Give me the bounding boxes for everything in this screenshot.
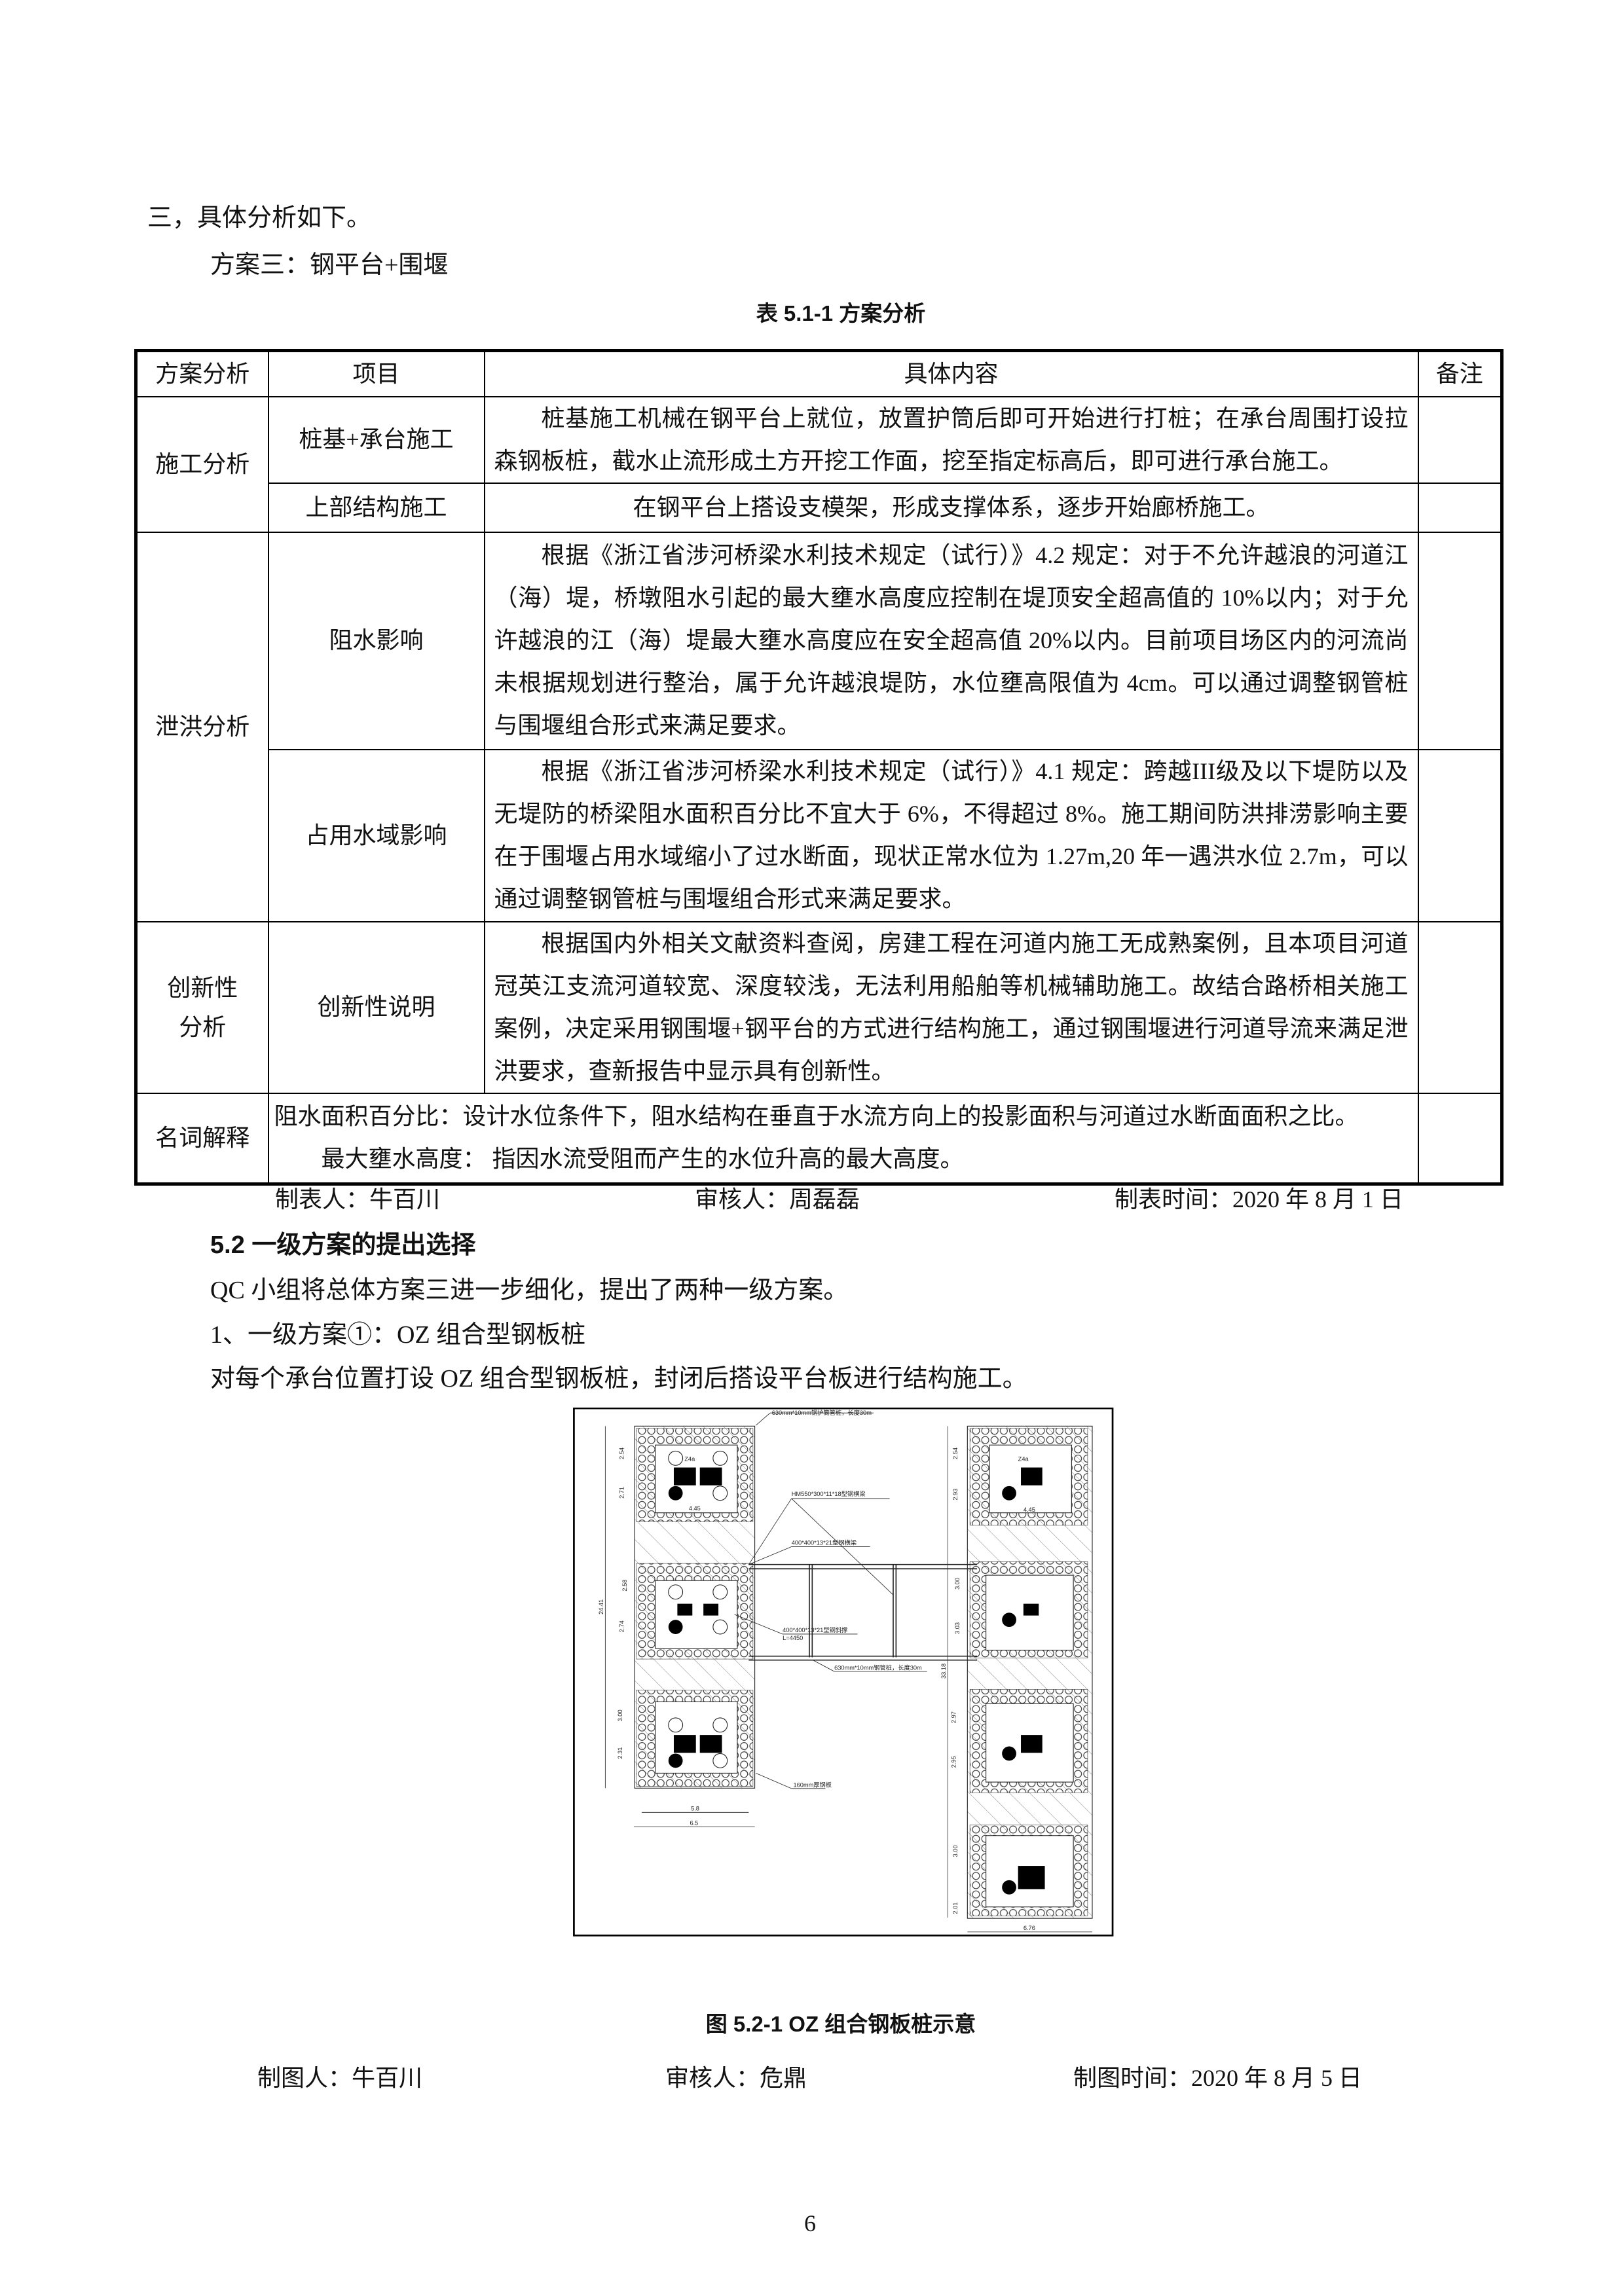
sub-heading: 5.2 一级方案的提出选择 xyxy=(210,1231,476,1259)
page-number: 6 xyxy=(804,2210,816,2236)
item-cell: 阻水影响 xyxy=(267,531,485,750)
dim-label: 6.76 xyxy=(1024,1925,1035,1931)
figure-maker: 制图人：牛百川 xyxy=(257,2065,423,2091)
note-cell xyxy=(1417,920,1503,1094)
dim-label: 2.71 xyxy=(619,1487,625,1499)
dim-label: 5.8 xyxy=(691,1806,699,1812)
dim-label: 2.95 xyxy=(950,1756,957,1768)
content-cell: 在钢平台上搭设支模架，形成支撑体系，逐步开始廊桥施工。 xyxy=(483,482,1419,533)
paragraph: QC 小组将总体方案三进一步细化，提出了两种一级方案。 xyxy=(210,1277,849,1304)
dim-label: 2.93 xyxy=(952,1489,959,1501)
dim-label: 2.54 xyxy=(952,1448,959,1459)
label-pipe-bottom: 630mm*10mm钢管桩，长度30m xyxy=(834,1664,922,1671)
note-cell xyxy=(1417,482,1503,533)
note-cell xyxy=(1417,395,1503,484)
table-reviewer: 审核人：周磊磊 xyxy=(695,1186,860,1212)
dim-label: 3.00 xyxy=(954,1578,961,1590)
dim-label: 6.5 xyxy=(690,1819,698,1826)
label-plate: 160mm厚钢板 xyxy=(793,1781,832,1789)
dim-right-total: 33.18 xyxy=(940,1664,947,1679)
item-cell: 占用水域影响 xyxy=(267,748,485,922)
glossary-row: 名词解释 阻水面积百分比：设计水位条件下，阻水结构在垂直于水流方向上的投影面积与… xyxy=(135,1092,1503,1185)
table-row: 占用水域影响 根据《浙江省涉河桥梁水利技术规定（试行）》4.1 规定：跨越III… xyxy=(136,748,1503,922)
dim-label: 2.01 xyxy=(952,1903,959,1914)
oz-sheet-pile-drawing: 630mm*10mm钢护筒管桩，长度30m HM550*300*11*18型钢横… xyxy=(573,1408,1114,1937)
left-cofferdam xyxy=(634,1425,756,1789)
category-cell: 施工分析 xyxy=(135,395,269,533)
dim-label: 3.03 xyxy=(954,1622,961,1634)
label-beam-400: 400*400*13*21型钢横梁 xyxy=(792,1539,857,1546)
dim-label: 2.74 xyxy=(619,1620,625,1632)
note-cell xyxy=(1417,748,1503,922)
figure-date: 制图时间：2020 年 8 月 5 日 xyxy=(1073,2065,1363,2091)
table-row: 创新性分析 创新性说明 根据国内外相关文献资料查阅，房建工程在河道内施工无成熟案… xyxy=(135,920,1503,1094)
label-brace: 400*400*13*21型钢斜撑 xyxy=(783,1626,847,1633)
table-header-row: 方案分析 项目 具体内容 备注 xyxy=(135,350,1503,397)
dim-label: 4.45 xyxy=(1024,1506,1035,1513)
header-cell: 方案分析 xyxy=(135,350,269,397)
glossary-line: 阻水面积百分比：设计水位条件下，阻水结构在垂直于水流方向上的投影面积与河道过水断… xyxy=(274,1103,1359,1130)
table-row: 泄洪分析 阻水影响 根据《浙江省涉河桥梁水利技术规定（试行）》4.2 规定：对于… xyxy=(135,531,1503,922)
dim-label: 4.45 xyxy=(689,1505,701,1512)
category-cell: 创新性分析 xyxy=(135,920,269,1094)
figure-caption: 图 5.2-1 OZ 组合钢板桩示意 xyxy=(705,2012,976,2036)
content-cell: 根据《浙江省涉河桥梁水利技术规定（试行）》4.1 规定：跨越III级及以下堤防以… xyxy=(483,748,1419,922)
figure-reviewer: 审核人：危鼎 xyxy=(665,2065,807,2091)
category-cell: 泄洪分析 xyxy=(135,531,269,922)
item-cell: 上部结构施工 xyxy=(267,482,485,533)
category-cell: 名词解释 xyxy=(135,1092,269,1185)
table-row: 上部结构施工 在钢平台上搭设支模架，形成支撑体系，逐步开始廊桥施工。 xyxy=(136,482,1503,533)
table-date: 制表时间：2020 年 8 月 1 日 xyxy=(1115,1186,1404,1212)
label-brace-length: L=4450 xyxy=(783,1635,803,1641)
right-cofferdam xyxy=(967,1425,1093,1919)
content-cell: 根据《浙江省涉河桥梁水利技术规定（试行）》4.2 规定：对于不允许越浪的河道江（… xyxy=(483,531,1419,750)
label-pile: Z4a xyxy=(1018,1456,1029,1463)
dim-label: 2.97 xyxy=(950,1711,957,1723)
dim-label: 3.00 xyxy=(952,1845,959,1857)
table-maker: 制表人：牛百川 xyxy=(275,1186,441,1212)
header-cell: 具体内容 xyxy=(483,350,1419,397)
table-caption: 表 5.1-1 方案分析 xyxy=(756,301,926,325)
dim-label: 3.00 xyxy=(617,1709,623,1721)
table-row: 施工分析 桩基+承台施工 桩基施工机械在钢平台上就位，放置护筒后即可开始进行打桩… xyxy=(135,395,1503,533)
paragraph: 对每个承台位置打设 OZ 组合型钢板桩，封闭后搭设平台板进行结构施工。 xyxy=(210,1365,1027,1393)
header-cell: 项目 xyxy=(267,350,485,397)
steel-beams xyxy=(604,1412,1092,1933)
note-cell xyxy=(1417,531,1503,750)
scheme-title: 方案三：钢平台+围堰 xyxy=(210,251,449,279)
label-top-pipe: 630mm*10mm钢护筒管桩，长度30m xyxy=(772,1409,872,1416)
item-cell: 创新性说明 xyxy=(267,920,485,1094)
paragraph: 1、一级方案①：OZ 组合型钢板桩 xyxy=(210,1321,586,1349)
section-heading: 三，具体分析如下。 xyxy=(147,204,372,232)
item-cell: 桩基+承台施工 xyxy=(267,395,485,484)
scheme-analysis-table: 方案分析 项目 具体内容 备注 施工分析 桩基+承台施工 桩基施工机械在钢平台上… xyxy=(134,349,1504,1186)
note-cell xyxy=(1417,1092,1503,1185)
content-cell: 根据国内外相关文献资料查阅，房建工程在河道内施工无成熟案例，且本项目河道冠英江支… xyxy=(483,920,1419,1094)
dim-label: 2.31 xyxy=(617,1747,623,1759)
label-beam-hm: HM550*300*11*18型钢横梁 xyxy=(792,1490,866,1497)
dim-left-total: 24.41 xyxy=(598,1599,604,1614)
dim-label: 2.54 xyxy=(619,1448,625,1459)
content-cell: 桩基施工机械在钢平台上就位，放置护筒后即可开始进行打桩；在承台周围打设拉森钢板桩… xyxy=(483,395,1419,484)
glossary-line: 最大壅水高度： 指因水流受阻而产生的水位升高的最大高度。 xyxy=(321,1146,964,1173)
header-cell: 备注 xyxy=(1417,350,1503,397)
label-pile: Z4a xyxy=(684,1456,695,1463)
dim-label: 2.58 xyxy=(621,1580,628,1592)
